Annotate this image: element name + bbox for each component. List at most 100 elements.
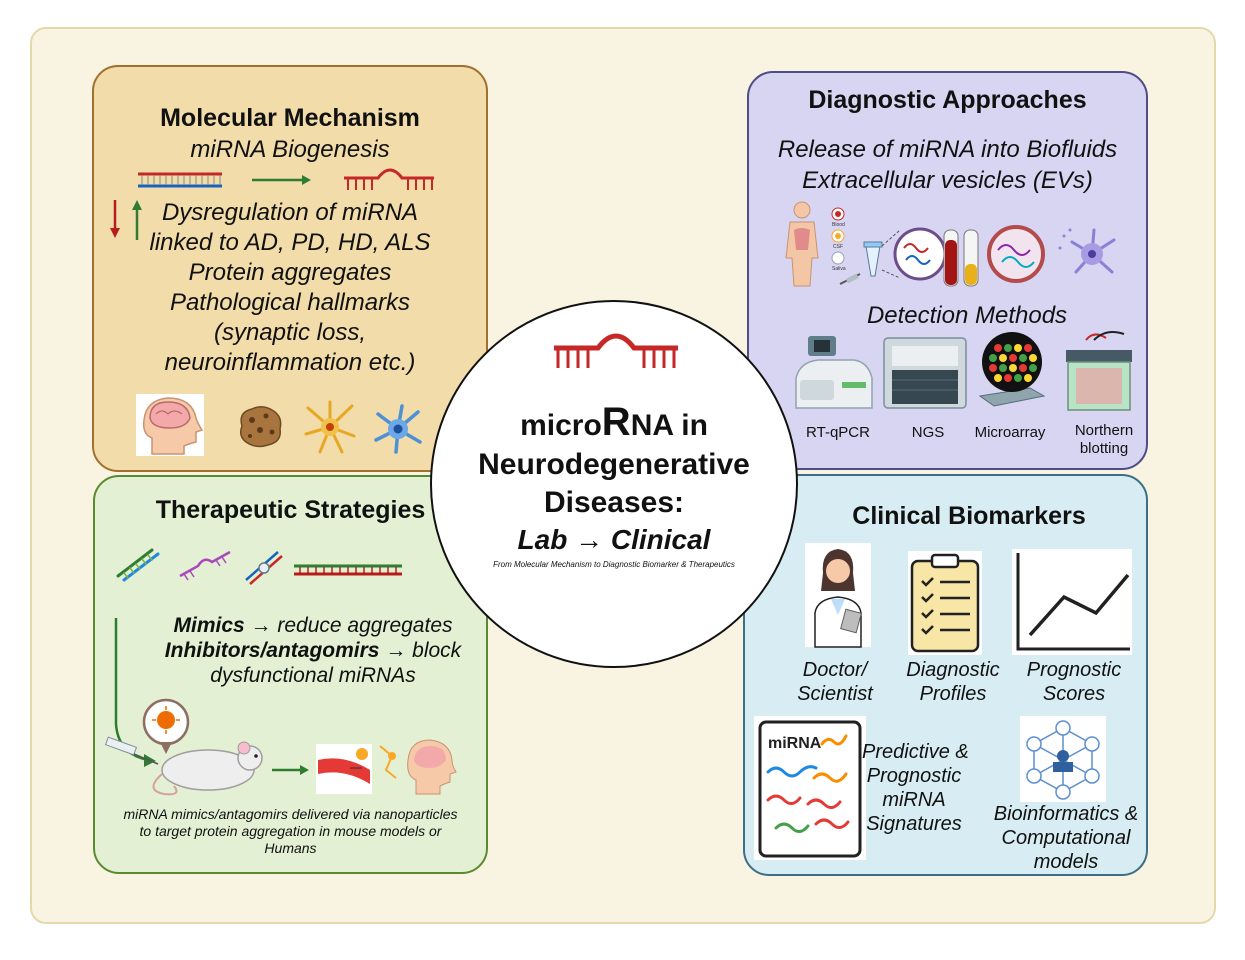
biofluid-text: Release of miRNA into Biofluids Extracel… (747, 134, 1148, 196)
antagomir-icon (179, 550, 231, 581)
mechanism-line: Pathological hallmarks (169, 289, 411, 316)
diagnostic-line: Extracellular vesicles (EVs) (802, 167, 1093, 194)
microarray-label: Microarray (974, 424, 1046, 441)
diagnostic-approaches-title: Diagnostic Approaches (808, 86, 1087, 114)
mouse-icon (152, 741, 263, 796)
pathology-text: Protein aggregates Pathological hallmark… (92, 258, 488, 378)
mechanism-line: (synaptic loss, (213, 319, 367, 346)
label-line-2: Scientist (797, 683, 873, 705)
center-title-line-3: Diseases: (543, 486, 685, 519)
northern-blot-tank-icon (1066, 331, 1132, 411)
protein-aggregate-icon (239, 406, 282, 448)
signatures-label: Predictive & Prognostic miRNA Signatures (862, 740, 969, 836)
bioinformatics-line: models (1033, 851, 1099, 873)
rt-qpcr-machine-icon (795, 336, 873, 409)
biofluid-sampling-illustration: Blood CSF Saliva (785, 201, 1116, 287)
inhibitors-line2: dysfunctional miRNAs (210, 664, 416, 687)
signature-line: miRNA (882, 789, 946, 811)
mechanism-line: Dysregulation of miRNA (161, 199, 419, 226)
doctor-scientist-icon (805, 543, 871, 648)
title-na-in: NA in (630, 409, 708, 442)
mimics-text: → reduce aggregates (244, 614, 453, 637)
center-title-line-4: Lab → Clinical (517, 524, 711, 555)
molecular-mechanism-title: Molecular Mechanism (160, 104, 420, 132)
rt-qpcr-label: RT-qPCR (806, 424, 870, 441)
delivery-caption-line: to target protein aggregation in mouse m… (139, 823, 442, 839)
blood-label: Blood (832, 222, 845, 228)
up-down-arrows-icon (110, 200, 142, 240)
label-line-1: Doctor/ (802, 659, 868, 681)
vesicle-icon (893, 227, 947, 281)
bioinformatics-label: Bioinformatics & Computational models (986, 802, 1146, 874)
clipboard-checklist-icon (908, 551, 982, 655)
ngs-sequencer-icon (883, 337, 967, 409)
brain-head-icon (136, 394, 204, 456)
mirna-biogenesis-subtitle: miRNA Biogenesis (190, 136, 390, 163)
northern-blotting-label: Northern blotting (1068, 422, 1140, 458)
center-title-line-1: microRNA in (432, 402, 796, 446)
detection-instruments (795, 331, 1132, 411)
mechanism-line: neuroinflammation etc.) (164, 349, 416, 376)
title-big-r: R (601, 400, 631, 444)
oligo-therapeutics-row (116, 548, 402, 585)
blocked-duplex-icon (245, 551, 283, 585)
mimics-bold: Mimics (173, 614, 245, 637)
blood-tube-icon (943, 229, 959, 287)
title-micro: micro (520, 409, 602, 442)
inhibitors-text: → block (379, 639, 462, 662)
inhibitors-bold: Inhibitors/antagomirs (164, 639, 380, 662)
label-line-1: Prognostic (1026, 659, 1122, 681)
nanoparticle-magnifier-icon (142, 698, 190, 754)
extracellular-vesicle-icon (987, 225, 1045, 283)
signature-line: Signatures (866, 813, 962, 835)
biogenesis-diagram (138, 168, 434, 190)
csf-label: CSF (833, 244, 843, 250)
center-title-line-2: Neurodegenerative (478, 448, 750, 481)
delivery-caption: miRNA mimics/antagomirs delivered via na… (93, 806, 488, 857)
inhibitors-line: Inhibitors/antagomirs → block (93, 638, 533, 663)
neuron-head-icon (379, 739, 457, 795)
delivery-caption-line: Humans (264, 840, 317, 856)
delivery-illustration (104, 618, 457, 796)
signature-line: Prognostic (866, 765, 962, 787)
diagnostic-line: Release of miRNA into Biofluids (777, 136, 1118, 163)
human-body-icon (785, 201, 819, 287)
therapeutic-strategies-title: Therapeutic Strategies (155, 496, 426, 524)
prognostic-scores-label: Prognostic Scores (1020, 658, 1128, 706)
therapy-mechanism-text: Mimics → reduce aggregates Inhibitors/an… (93, 613, 533, 688)
csf-tube-icon (963, 229, 979, 287)
clinical-biomarkers-title: Clinical Biomarkers (852, 502, 1086, 530)
right-arrow-icon (252, 175, 311, 185)
label-line-2: Profiles (919, 683, 987, 705)
eppendorf-tube-icon (863, 241, 883, 277)
bioinformatics-network-icon (1020, 716, 1106, 802)
dysregulation-text: Dysregulation of miRNA linked to AD, PD,… (140, 198, 440, 258)
signature-line: Predictive & (862, 741, 969, 763)
therapeutic-strategies-panel (93, 475, 488, 874)
mechanism-line: Protein aggregates (188, 259, 392, 286)
microarray-chip-icon (978, 332, 1046, 407)
line-chart-icon (1012, 549, 1132, 655)
label-line-1: Diagnostic (906, 659, 1000, 681)
astrocyte-icon (304, 400, 356, 454)
northern-label-line: Northern (1074, 422, 1134, 439)
pre-mirna-duplex-icon (138, 172, 222, 188)
blood-vessel-icon (316, 744, 372, 794)
syringe-icon (104, 736, 159, 765)
label-line-2: Scores (1042, 683, 1106, 705)
saliva-label: Saliva (832, 266, 846, 272)
blotting-label-line: blotting (1079, 440, 1129, 457)
mirna-signature-card-icon: miRNA (754, 716, 866, 860)
microglia-icon (374, 404, 422, 454)
bioinformatics-line: Computational (1001, 827, 1131, 849)
mechanism-line: linked to AD, PD, HD, ALS (149, 229, 431, 256)
mature-mirna-icon (344, 168, 434, 190)
center-title-circle: microRNA in Neurodegenerative Diseases: … (430, 300, 798, 668)
long-duplex-icon (294, 564, 402, 576)
mirna-hairpin-icon (554, 333, 678, 368)
bioinformatics-line: Bioinformatics & (993, 803, 1139, 825)
syringe-icon (839, 273, 861, 285)
ngs-label: NGS (911, 424, 945, 441)
signature-card-label: miRNA (768, 735, 822, 752)
center-caption: From Molecular Mechanism to Diagnostic B… (493, 560, 735, 569)
